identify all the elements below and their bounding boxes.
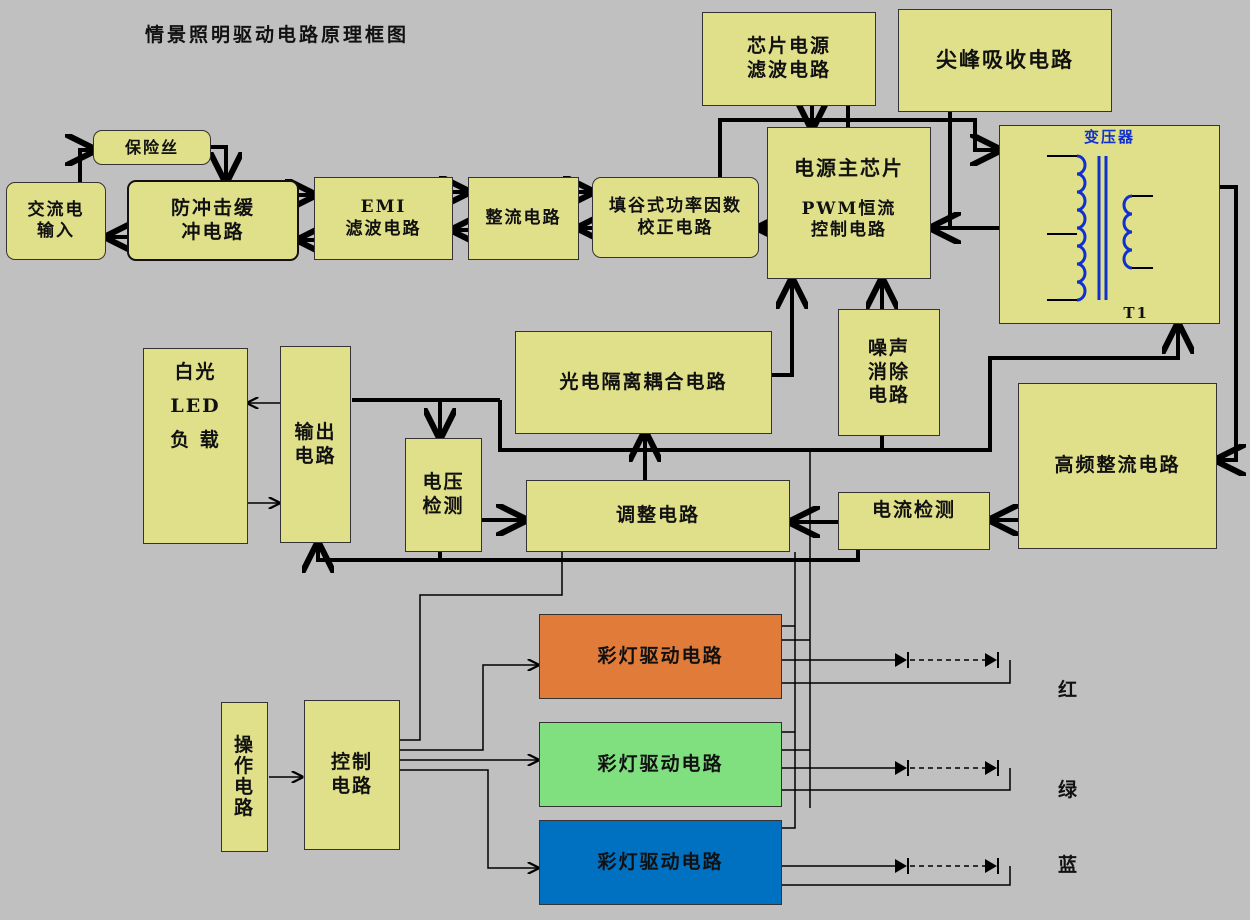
led-load-line2: LED bbox=[170, 394, 221, 417]
main-chip-label: 电源主芯片 bbox=[794, 156, 904, 180]
fuse-block: 保险丝 bbox=[93, 130, 211, 165]
emi-filter-block: EMI 滤波电路 bbox=[314, 177, 453, 260]
current-detect-block: 电流检测 bbox=[838, 492, 990, 550]
line-feedback bbox=[318, 545, 860, 560]
line-opto-chip bbox=[772, 281, 792, 377]
main-chip-block: 电源主芯片 PWM恒流 控制电路 bbox=[767, 127, 931, 279]
drive-red-block: 彩灯驱动电路 bbox=[539, 614, 782, 699]
ac-input-block: 交流电 输入 bbox=[6, 182, 106, 260]
transformer-label: 变压器 bbox=[1083, 128, 1135, 146]
label-blue: 蓝 bbox=[1058, 854, 1078, 876]
pwm-label: PWM恒流 控制电路 bbox=[801, 199, 897, 241]
spike-absorb-block: 尖峰吸收电路 bbox=[898, 9, 1112, 112]
hf-rectifier-block: 高频整流电路 bbox=[1018, 383, 1217, 549]
led-load-line1: 白光 bbox=[174, 361, 217, 383]
chip-power-filter-block: 芯片电源 滤波电路 bbox=[702, 12, 876, 106]
pfc-block: 填谷式功率因数 校正电路 bbox=[592, 177, 759, 258]
rectifier-block: 整流电路 bbox=[468, 177, 579, 260]
drive-blue-block: 彩灯驱动电路 bbox=[539, 820, 782, 905]
led-load-line3: 负 载 bbox=[170, 428, 221, 451]
adjust-block: 调整电路 bbox=[526, 480, 790, 552]
surge-buffer-block: 防冲击缓 冲电路 bbox=[127, 180, 299, 261]
drive-green-block: 彩灯驱动电路 bbox=[539, 722, 782, 807]
voltage-detect-block: 电压 检测 bbox=[405, 438, 482, 552]
label-green: 绿 bbox=[1058, 779, 1078, 801]
transformer-block: 变压器 T1 bbox=[999, 125, 1220, 324]
line-fuse-surge bbox=[211, 145, 226, 180]
line-ac-fuse bbox=[80, 150, 93, 182]
output-block: 输出 电路 bbox=[280, 346, 351, 543]
page-title: 情景照明驱动电路原理框图 bbox=[145, 24, 410, 46]
opto-coupler-block: 光电隔离耦合电路 bbox=[515, 331, 772, 434]
led-symbols bbox=[895, 653, 997, 873]
line-pfc-bus bbox=[718, 118, 998, 177]
line-bus-tr bbox=[498, 326, 1178, 452]
noise-cancel-block: 噪声 消除 电路 bbox=[838, 309, 940, 436]
operation-block: 操 作 电 路 bbox=[221, 702, 268, 852]
transformer-coil-icon bbox=[1047, 154, 1153, 302]
control-block: 控制 电路 bbox=[304, 700, 400, 850]
led-load-block: 白光 LED 负 载 bbox=[143, 348, 248, 544]
label-red: 红 bbox=[1058, 679, 1078, 701]
transformer-ref: T1 bbox=[1123, 304, 1149, 323]
line-tr-hf bbox=[1218, 185, 1236, 460]
